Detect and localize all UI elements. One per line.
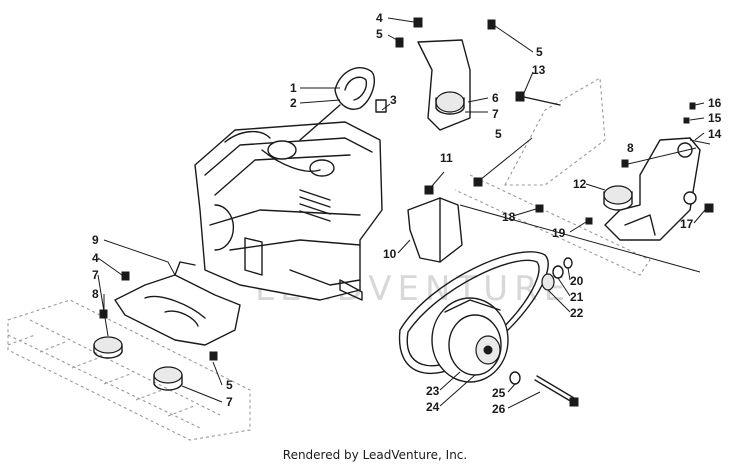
callout-13: 13 bbox=[532, 63, 546, 77]
callout-5: 5 bbox=[226, 378, 233, 392]
callout-15: 15 bbox=[708, 111, 722, 125]
callout-3: 3 bbox=[390, 93, 397, 107]
callout-22: 22 bbox=[570, 306, 584, 320]
callout-8: 8 bbox=[627, 141, 634, 155]
callout-26: 26 bbox=[492, 402, 506, 416]
right-mount-bracket bbox=[603, 102, 714, 241]
callout-25: 25 bbox=[492, 386, 506, 400]
callout-7: 7 bbox=[92, 268, 99, 282]
callout-16: 16 bbox=[708, 96, 722, 110]
engine bbox=[194, 121, 383, 301]
callout-4: 4 bbox=[376, 11, 383, 25]
footer-credit: Rendered by LeadVenture, Inc. bbox=[282, 448, 468, 462]
clutch-hardware bbox=[509, 257, 579, 407]
callout-24: 24 bbox=[426, 400, 440, 414]
callout-23: 23 bbox=[426, 384, 440, 398]
callout-labels: 1 2 3 4 5 5 6 7 5 13 16 15 14 8 11 12 17… bbox=[92, 11, 722, 416]
callout-21: 21 bbox=[570, 290, 584, 304]
callout-7: 7 bbox=[226, 395, 233, 409]
drive-clutch bbox=[431, 297, 509, 383]
callout-12: 12 bbox=[573, 177, 587, 191]
chassis-rail-ghost bbox=[7, 299, 251, 441]
rubber-mounts bbox=[93, 336, 183, 391]
callout-6: 6 bbox=[492, 91, 499, 105]
recoil-handle bbox=[299, 67, 387, 141]
mount-panel-ghost bbox=[454, 77, 651, 276]
callout-8: 8 bbox=[92, 287, 99, 301]
callout-19: 19 bbox=[552, 226, 566, 240]
callout-2: 2 bbox=[290, 96, 297, 110]
callout-7: 7 bbox=[492, 107, 499, 121]
callout-20: 20 bbox=[570, 274, 584, 288]
callout-1: 1 bbox=[290, 81, 297, 95]
callout-10: 10 bbox=[383, 247, 397, 261]
callout-9: 9 bbox=[92, 233, 99, 247]
bolt-13 bbox=[515, 91, 561, 106]
leader-lines bbox=[97, 17, 711, 409]
callout-5: 5 bbox=[536, 45, 543, 59]
callout-5: 5 bbox=[376, 27, 383, 41]
callout-17: 17 bbox=[680, 217, 694, 231]
callout-18: 18 bbox=[502, 210, 516, 224]
top-mount-bracket bbox=[395, 17, 496, 131]
callout-11: 11 bbox=[440, 151, 453, 165]
drive-belt bbox=[398, 251, 549, 375]
callout-5: 5 bbox=[495, 127, 502, 141]
left-mount-bracket bbox=[99, 261, 241, 361]
center-bracket bbox=[407, 197, 463, 263]
callout-14: 14 bbox=[708, 127, 722, 141]
callout-4: 4 bbox=[92, 251, 99, 265]
hardware-nuts bbox=[424, 177, 593, 225]
